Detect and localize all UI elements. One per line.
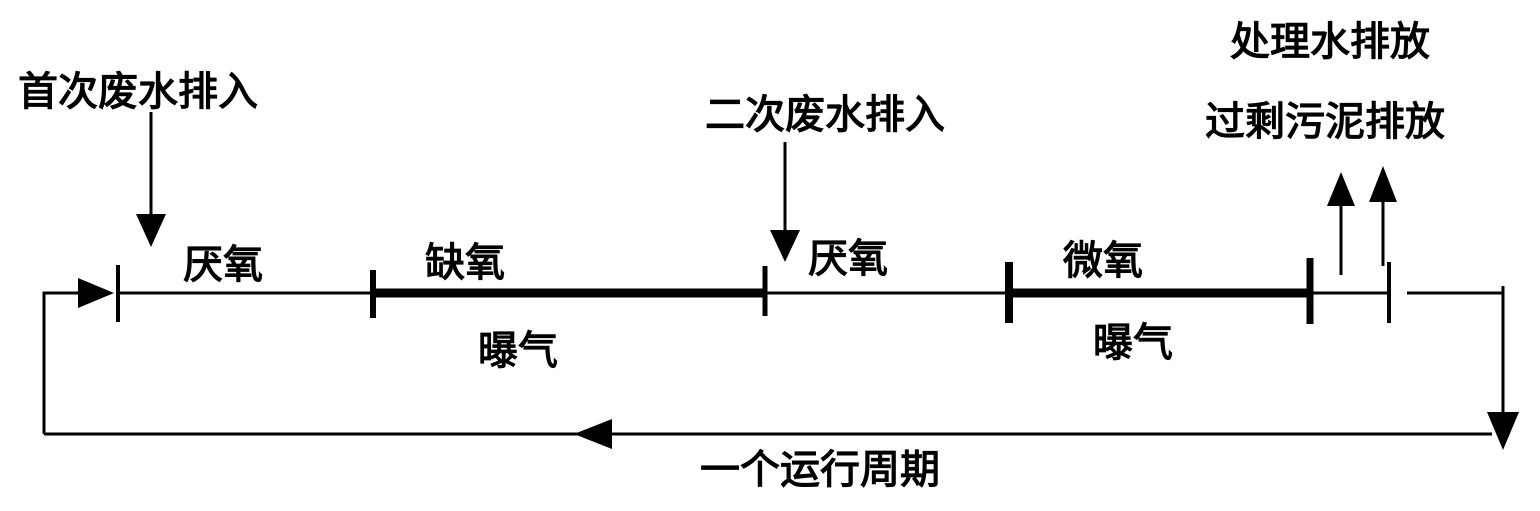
return-loop-down-arrowhead [1487,412,1519,450]
first-inflow-label: 首次废水排入 [18,69,258,115]
second-inflow-label: 二次废水排入 [705,92,945,138]
phase-anaerobic-1-label: 厌氧 [183,242,263,288]
cycle-label: 一个运行周期 [700,447,940,493]
phase-aeration-2-label: 曝气 [1093,320,1173,366]
first-inflow-arrowhead [136,214,166,247]
cycle-start-arrowhead [78,278,114,308]
sludge-discharge-arrowhead [1369,166,1397,202]
phase-micro-aerobic-label: 微氧 [1062,238,1143,284]
return-loop-left [42,291,82,434]
phase-aeration-1-label: 曝气 [478,328,558,374]
return-loop-left-arrowhead [574,419,612,449]
phase-anaerobic-2-label: 厌氧 [808,236,888,282]
phase-anoxic-label: 缺氧 [425,240,505,286]
treated-discharge-label: 处理水排放 [1230,19,1430,65]
sludge-discharge-label: 过剩污泥排放 [1205,99,1445,145]
second-inflow-arrowhead [770,230,800,262]
treated-discharge-arrowhead [1327,172,1355,206]
